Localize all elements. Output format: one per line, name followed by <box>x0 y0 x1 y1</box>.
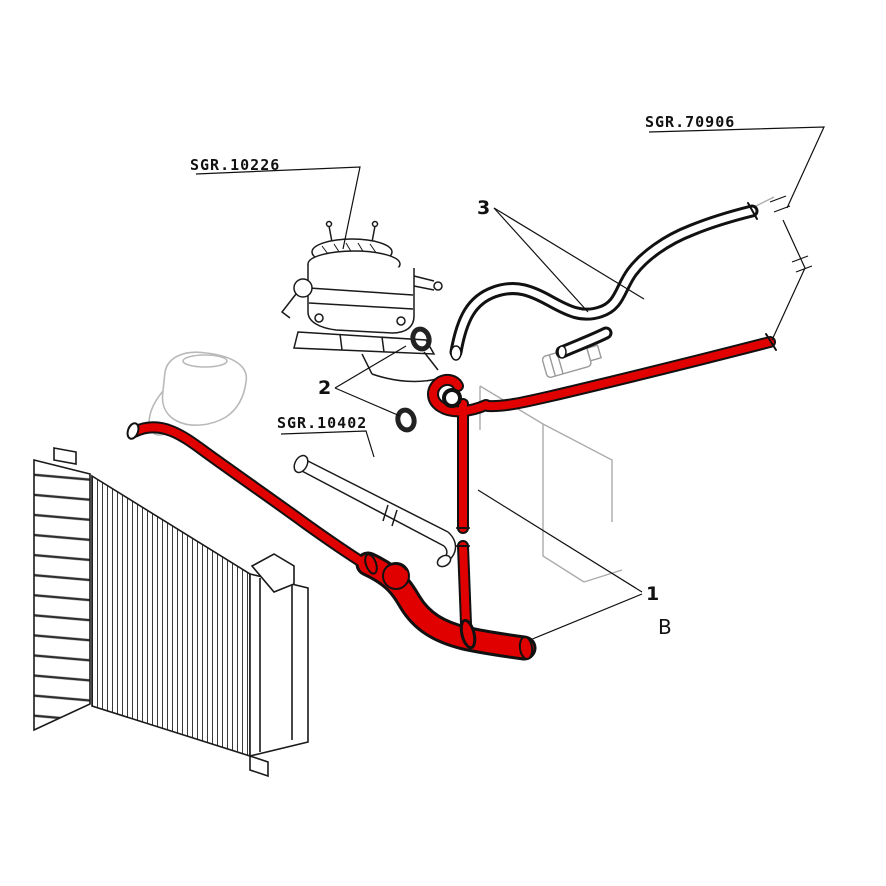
hoses-highlighted-red <box>126 333 777 661</box>
carburetor-drawing <box>280 220 443 383</box>
label-sgr-70906: SGR.70906 <box>645 113 735 131</box>
callout-2: 2 <box>318 377 331 399</box>
pipe-10402-drawing <box>293 454 457 568</box>
clamp-rings <box>395 326 432 433</box>
ref-letter-b: B <box>658 615 672 639</box>
callout-1: 1 <box>646 583 659 605</box>
leader-lines <box>195 126 825 641</box>
label-sgr-10226: SGR.10226 <box>190 156 280 174</box>
callout-3: 3 <box>477 197 490 219</box>
diagram-labels: SGR.10226 SGR.70906 SGR.10402 3 2 1 B <box>190 113 735 639</box>
sensor-ghost <box>541 344 602 378</box>
bodywork-lines <box>479 196 775 583</box>
hose-3-black <box>449 202 759 361</box>
label-sgr-10402: SGR.10402 <box>277 414 367 432</box>
radiator-drawing <box>33 447 309 778</box>
